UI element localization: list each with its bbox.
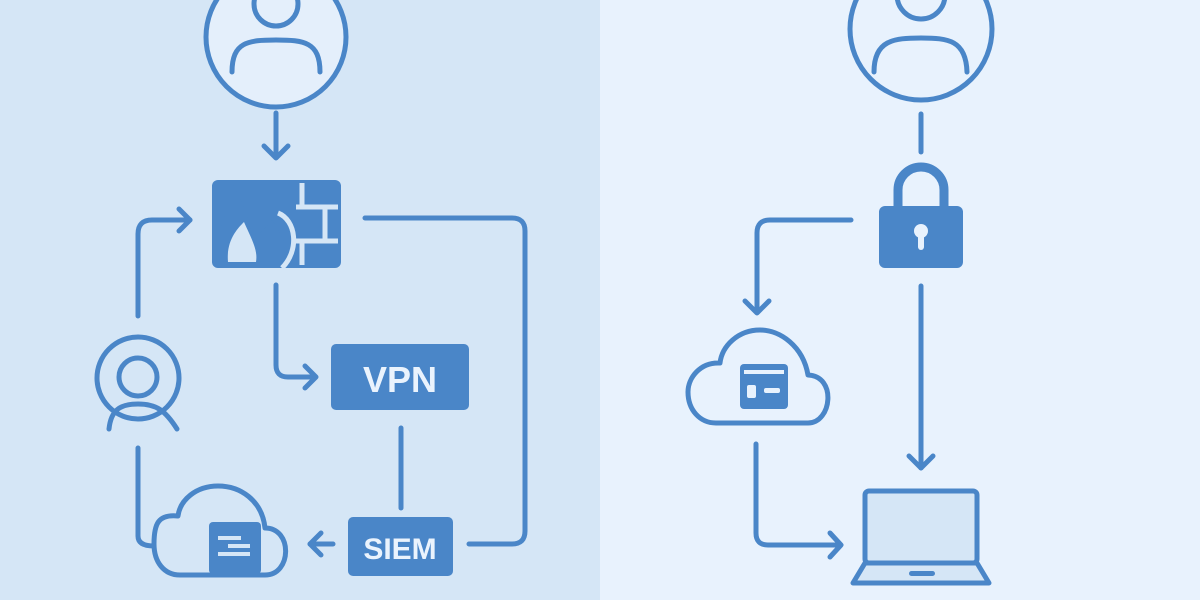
siem-label: SIEM (363, 533, 436, 566)
vpn-label: VPN (363, 359, 437, 400)
edge-siem-to-cloud (307, 530, 336, 558)
vpn-node[interactable]: VPN (331, 344, 469, 410)
firewall-icon (212, 180, 341, 270)
cloud-server-icon (151, 483, 288, 578)
user-circle-icon (847, 0, 995, 103)
edge-cloud-to-laptop (753, 441, 844, 560)
edge-lock-to-cloud (742, 217, 854, 316)
laptop-icon[interactable] (850, 488, 992, 586)
edge-firewall-to-vpn (273, 282, 319, 391)
siem-node[interactable]: SIEM (348, 517, 453, 576)
padlock-icon[interactable] (879, 162, 963, 268)
edge-cloud-to-remote-user (135, 445, 157, 549)
user-circle-icon (203, 0, 349, 110)
edge-lock-to-laptop (906, 283, 936, 471)
edge-firewall-to-siem (362, 215, 528, 547)
cloud-app-icon[interactable] (685, 327, 831, 426)
edge-remote-user-to-firewall (135, 206, 193, 319)
edge-user-to-firewall (261, 110, 291, 161)
user-icon (94, 334, 182, 432)
